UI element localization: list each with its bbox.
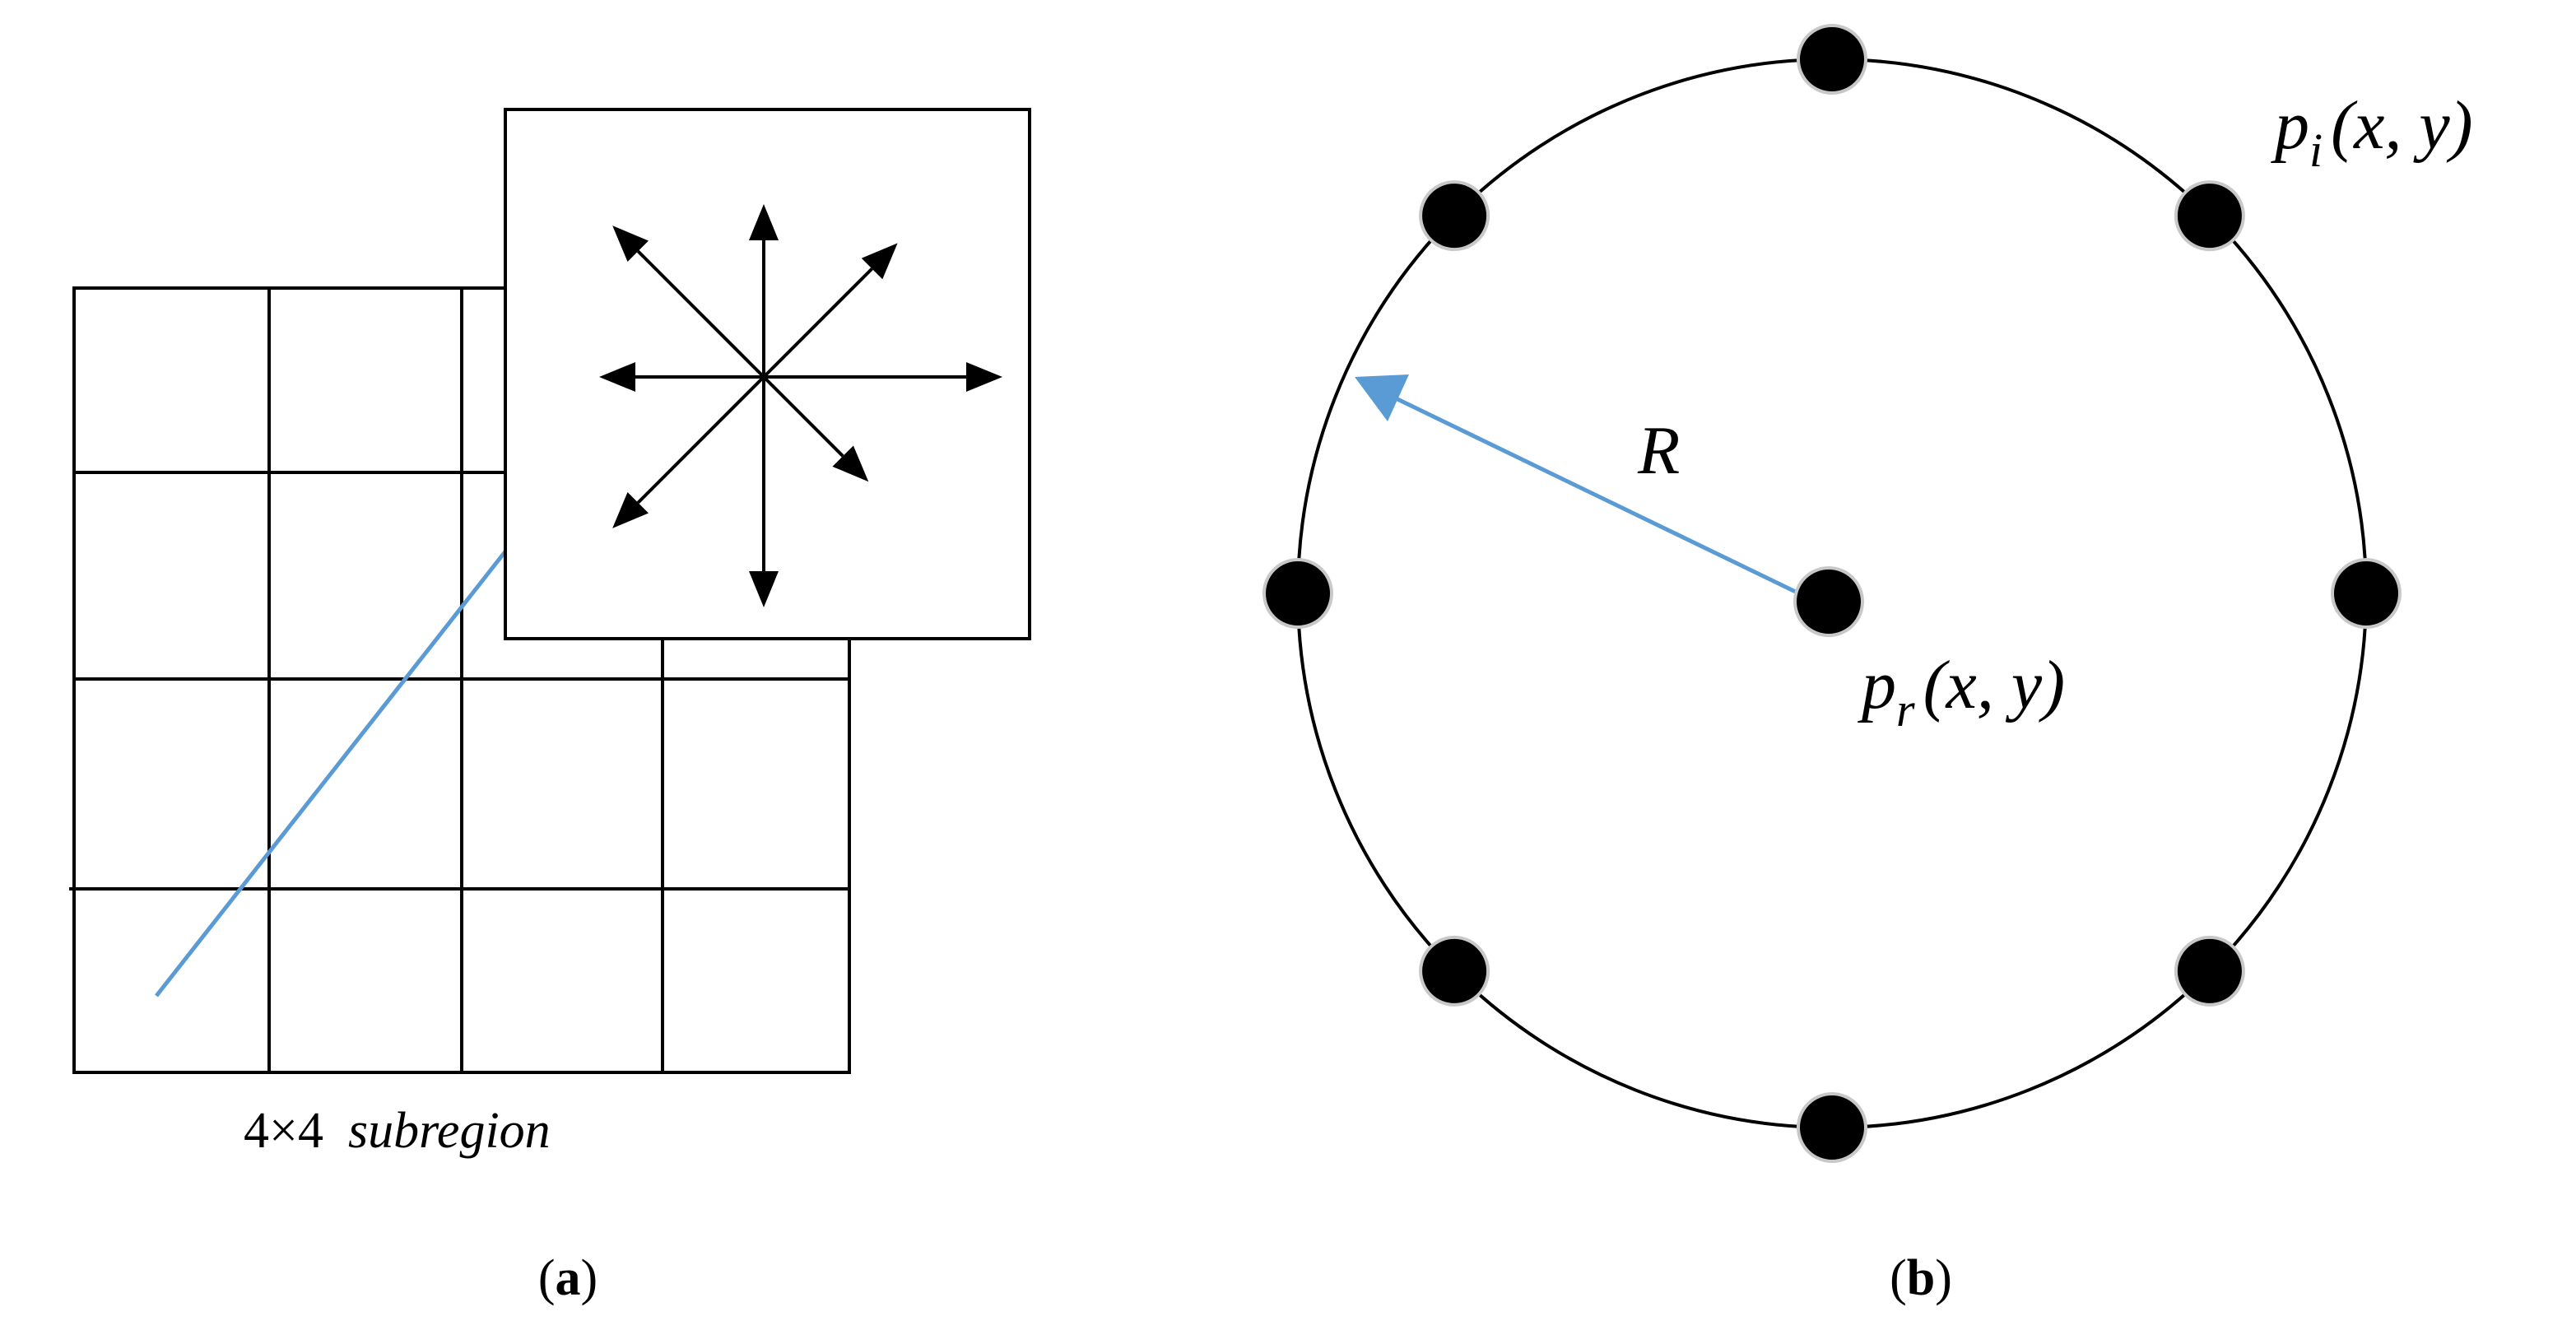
arrow-head bbox=[861, 243, 898, 280]
arrow-up-left-icon bbox=[612, 226, 765, 379]
arrow-shaft bbox=[762, 267, 873, 379]
panel-b: R pr(x, y) pi(x, y) (b) bbox=[1262, 24, 2473, 1306]
arrow-head bbox=[966, 362, 1002, 392]
panel-label-b: (b) bbox=[1890, 1250, 1952, 1306]
neighbor-points bbox=[1262, 24, 2402, 1163]
orientation-arrows bbox=[599, 204, 1002, 607]
arrow-up-icon bbox=[749, 204, 779, 377]
zoom-link-line bbox=[155, 550, 507, 998]
arrow-shaft bbox=[762, 375, 844, 458]
neighbor-point bbox=[1419, 935, 1490, 1007]
subregion-caption: 4×4 subregion bbox=[244, 1103, 551, 1159]
panel-label-a: (a) bbox=[538, 1250, 598, 1306]
arrow-shaft bbox=[636, 249, 765, 379]
neighbor-point bbox=[1419, 180, 1490, 252]
neighbor-point bbox=[1262, 558, 1333, 629]
neighbor-point bbox=[2174, 180, 2245, 252]
neighbor-point bbox=[1797, 1092, 1867, 1163]
arrow-down-right-icon bbox=[762, 375, 869, 482]
neighbor-point bbox=[1797, 24, 1867, 95]
arrow-head bbox=[612, 492, 649, 528]
arrow-head bbox=[749, 571, 779, 607]
arrow-down-icon bbox=[749, 377, 779, 607]
caption-word: subregion bbox=[348, 1103, 551, 1159]
arrow-head bbox=[749, 204, 779, 240]
neighbor-point-label: pi(x, y) bbox=[2271, 87, 2473, 177]
arrow-head bbox=[612, 226, 649, 262]
caption-size: 4×4 bbox=[244, 1103, 323, 1159]
arrow-head bbox=[599, 362, 635, 392]
arrow-down-left-icon bbox=[612, 375, 765, 528]
arrow-right-icon bbox=[764, 362, 1002, 392]
panel-a: 4×4 subregion (a) bbox=[69, 108, 1031, 1306]
neighbor-point bbox=[2331, 558, 2402, 629]
radius-arrowhead bbox=[1355, 374, 1409, 421]
radius-label: R bbox=[1637, 412, 1680, 489]
arrow-head bbox=[832, 445, 869, 482]
center-point bbox=[1793, 566, 1864, 637]
radius-arrow-line bbox=[1394, 396, 1806, 598]
center-point-label: pr(x, y) bbox=[1858, 647, 2065, 737]
arrow-up-right-icon bbox=[762, 243, 898, 379]
arrow-left-icon bbox=[599, 362, 764, 392]
neighbor-point bbox=[2174, 935, 2245, 1007]
arrow-shaft bbox=[636, 375, 765, 505]
